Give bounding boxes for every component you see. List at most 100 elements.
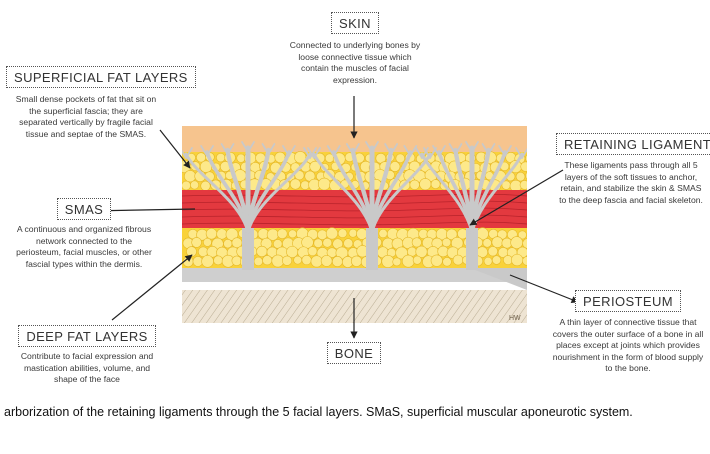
deep-fat-arrow	[111, 254, 193, 321]
fat-globule	[515, 171, 526, 182]
skin-description: Connected to underlying bones by loose c…	[289, 40, 421, 85]
fat-globule	[348, 228, 358, 238]
fat-globule	[491, 255, 502, 265]
artist-signature: HW	[509, 315, 521, 322]
fat-globule	[337, 228, 348, 239]
ligament-twig	[220, 143, 229, 155]
ligament-twig	[498, 145, 506, 157]
ligament-twig	[521, 147, 527, 159]
superficial-fat-label: SUPERFICIAL FAT LAYERS Small dense pocke…	[6, 66, 196, 140]
ligament-branch	[246, 152, 312, 234]
ligament-trunk	[466, 228, 478, 270]
ligament-twig	[307, 147, 315, 159]
ligament-trunk	[242, 228, 254, 270]
fat-globule	[317, 177, 331, 191]
fat-globule	[441, 237, 452, 248]
ligament-twig	[365, 141, 373, 153]
deep-fat-globules	[182, 227, 527, 269]
fat-globule	[350, 255, 363, 267]
fat-globule	[452, 254, 464, 266]
fat-globule	[307, 246, 318, 257]
fat-globule	[501, 237, 513, 249]
periosteum-wedge	[470, 268, 527, 290]
pointer-arrows	[87, 96, 579, 339]
fat-globule	[430, 179, 441, 190]
bone-title: BONE	[326, 342, 382, 364]
smas-label: SMAS A continuous and organized fibrous …	[14, 198, 154, 270]
fat-globule	[236, 153, 246, 163]
ligament-twig	[403, 145, 412, 157]
fat-globule	[381, 255, 395, 268]
fat-globule	[522, 256, 527, 266]
skin-label: SKIN Connected to underlying bones by lo…	[280, 12, 430, 86]
fat-globule	[522, 238, 527, 249]
fat-globule	[182, 180, 191, 191]
ligament-twig	[313, 147, 321, 159]
fat-globule	[216, 228, 228, 240]
ligament-twig	[345, 143, 354, 155]
superficial-fat-arrow	[159, 129, 191, 169]
fat-globule	[310, 255, 323, 268]
fat-globule	[445, 228, 458, 241]
deep-fat-label: DEEP FAT LAYERS Contribute to facial exp…	[12, 325, 162, 386]
fat-globule	[196, 152, 207, 163]
fat-globule	[300, 180, 310, 190]
fat-globule	[378, 228, 388, 239]
ligament-twig	[226, 143, 235, 155]
fat-globule	[331, 256, 343, 267]
superficial-fat-description: Small dense pockets of fat that sit on t…	[15, 94, 157, 139]
fat-globule	[411, 237, 422, 248]
ligament-twig	[432, 145, 440, 157]
ligament-twig	[182, 149, 187, 159]
ligament-twig	[515, 147, 523, 159]
retaining-description: These ligaments pass through all 5 layer…	[559, 160, 703, 205]
fat-globule	[277, 228, 288, 239]
fat-globule	[216, 152, 226, 163]
ligament-twig	[384, 143, 393, 155]
ligament-twig	[504, 145, 512, 157]
ligament-twig	[465, 141, 473, 153]
fat-globule	[201, 255, 214, 268]
ligament-twig	[241, 141, 249, 153]
bone-label: BONE	[314, 342, 394, 364]
fat-globule	[190, 180, 200, 190]
fat-globule	[200, 180, 211, 191]
ligament-twig	[288, 145, 296, 157]
fat-globule	[483, 256, 493, 266]
ligament-twig	[371, 141, 379, 153]
figure-caption: arborization of the retaining ligaments …	[4, 405, 633, 419]
fat-globule	[401, 254, 415, 268]
fat-globule	[293, 255, 303, 265]
fat-globule	[392, 257, 402, 267]
fat-globule	[343, 238, 354, 249]
fat-globule	[213, 255, 223, 266]
fat-globule	[412, 255, 422, 265]
fat-globule	[301, 254, 312, 266]
fat-globule	[517, 230, 527, 240]
fat-globule	[184, 170, 197, 183]
fat-globule	[322, 237, 333, 248]
ligament-twig	[282, 145, 290, 157]
layer-diagram: HW	[87, 96, 579, 339]
fat-globule	[191, 237, 202, 248]
deep-fat-description: Contribute to facial expression and mast…	[20, 351, 154, 385]
fat-globule	[288, 229, 297, 239]
fat-globule	[487, 246, 498, 257]
retaining-arrow	[469, 169, 564, 226]
ligament-twig	[200, 145, 208, 157]
ligament-twig	[247, 141, 255, 153]
fat-globule	[520, 161, 527, 172]
fat-globule	[294, 170, 305, 181]
ligament-twig	[326, 145, 335, 157]
fat-globule	[395, 153, 406, 164]
ligament-twig	[481, 143, 490, 155]
retaining-label: RETAINING LIGAMENTS These ligaments pass…	[556, 133, 710, 206]
periosteum-arrow	[509, 274, 579, 303]
fat-globule	[419, 178, 432, 191]
fat-globule	[511, 253, 524, 267]
ligament-twig	[448, 143, 457, 155]
ligament-twig	[303, 147, 311, 159]
ligament-twig	[423, 147, 431, 159]
fat-globule	[482, 238, 492, 248]
facial-layers-figure: HW SKIN Connected to underlying bones by…	[6, 12, 710, 386]
